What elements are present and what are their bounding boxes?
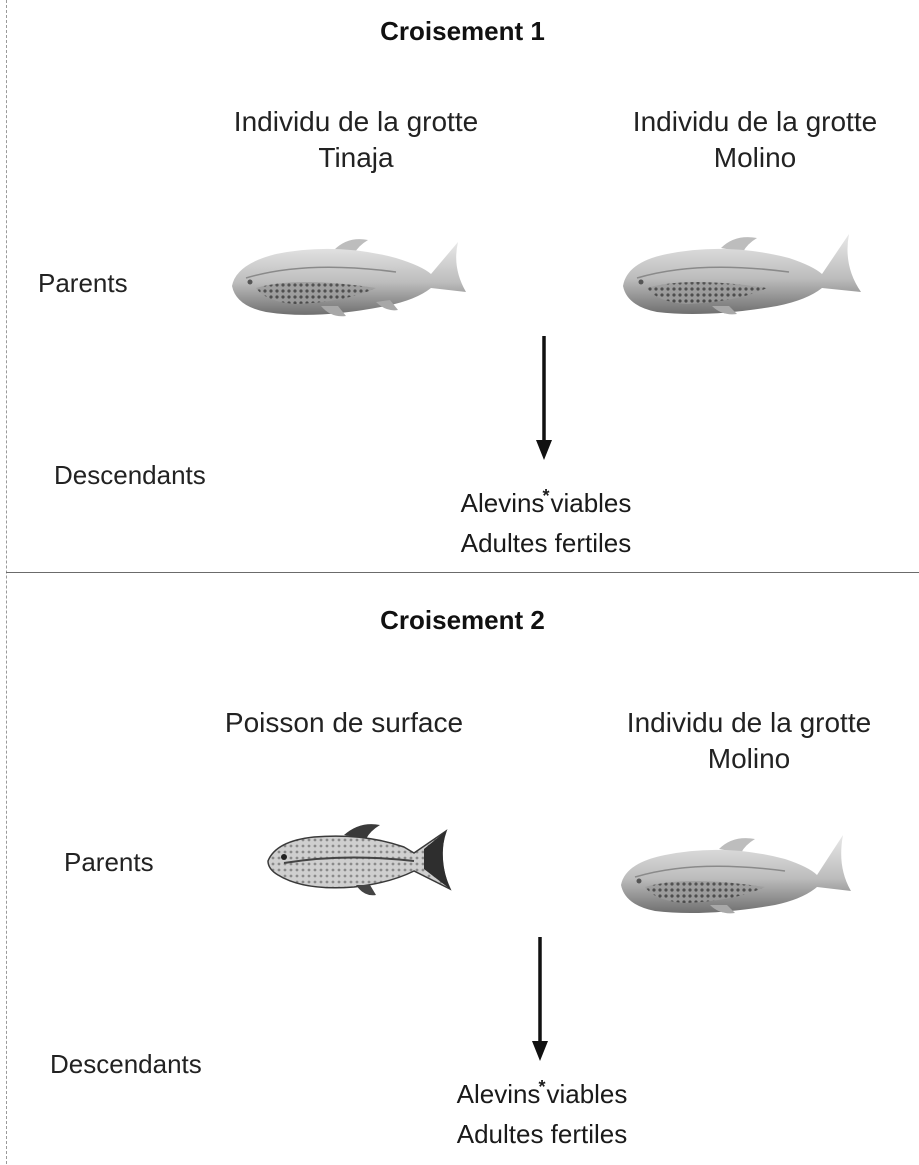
cross-2-parent-right-label: Individu de la grotte Molino: [626, 707, 872, 774]
cross-1-title: Croisement 1: [380, 16, 545, 46]
footnote-mark: *: [542, 486, 550, 506]
figure-frame: [6, 0, 919, 1164]
cross-1-result: Alevins*viables Adultes fertiles: [460, 486, 632, 558]
cross-2-parents-row-label: Parents: [64, 847, 154, 877]
footnote-mark: *: [538, 1077, 546, 1097]
cross-1-parent-right-label: Individu de la grotte Molino: [632, 106, 878, 173]
cave-fish-molino-image: [623, 234, 861, 315]
cross-2-offspring-row-label: Descendants: [50, 1049, 202, 1079]
cross-2-parent-left-label: Poisson de surface: [224, 707, 464, 738]
cross-2-result: Alevins*viables Adultes fertiles: [456, 1077, 628, 1149]
cross-2-title: Croisement 2: [380, 605, 545, 635]
cave-fish-molino-image: [621, 835, 851, 914]
cross-1-parent-left-label: Individu de la grotte Tinaja: [233, 106, 479, 173]
cross-2-panel: Croisement 2 Poisson de surface Individu…: [6, 572, 919, 1165]
cross-2-arrow-icon: [532, 937, 548, 1061]
cross-1-panel: Croisement 1 Individu de la grotte Tinaj…: [6, 0, 919, 572]
surface-fish-image: [267, 824, 452, 896]
cross-1-arrow-icon: [536, 336, 552, 460]
cross-1-parents-row-label: Parents: [38, 268, 128, 298]
cross-1-offspring-row-label: Descendants: [54, 460, 206, 490]
cave-fish-tinaja-image: [232, 239, 466, 317]
